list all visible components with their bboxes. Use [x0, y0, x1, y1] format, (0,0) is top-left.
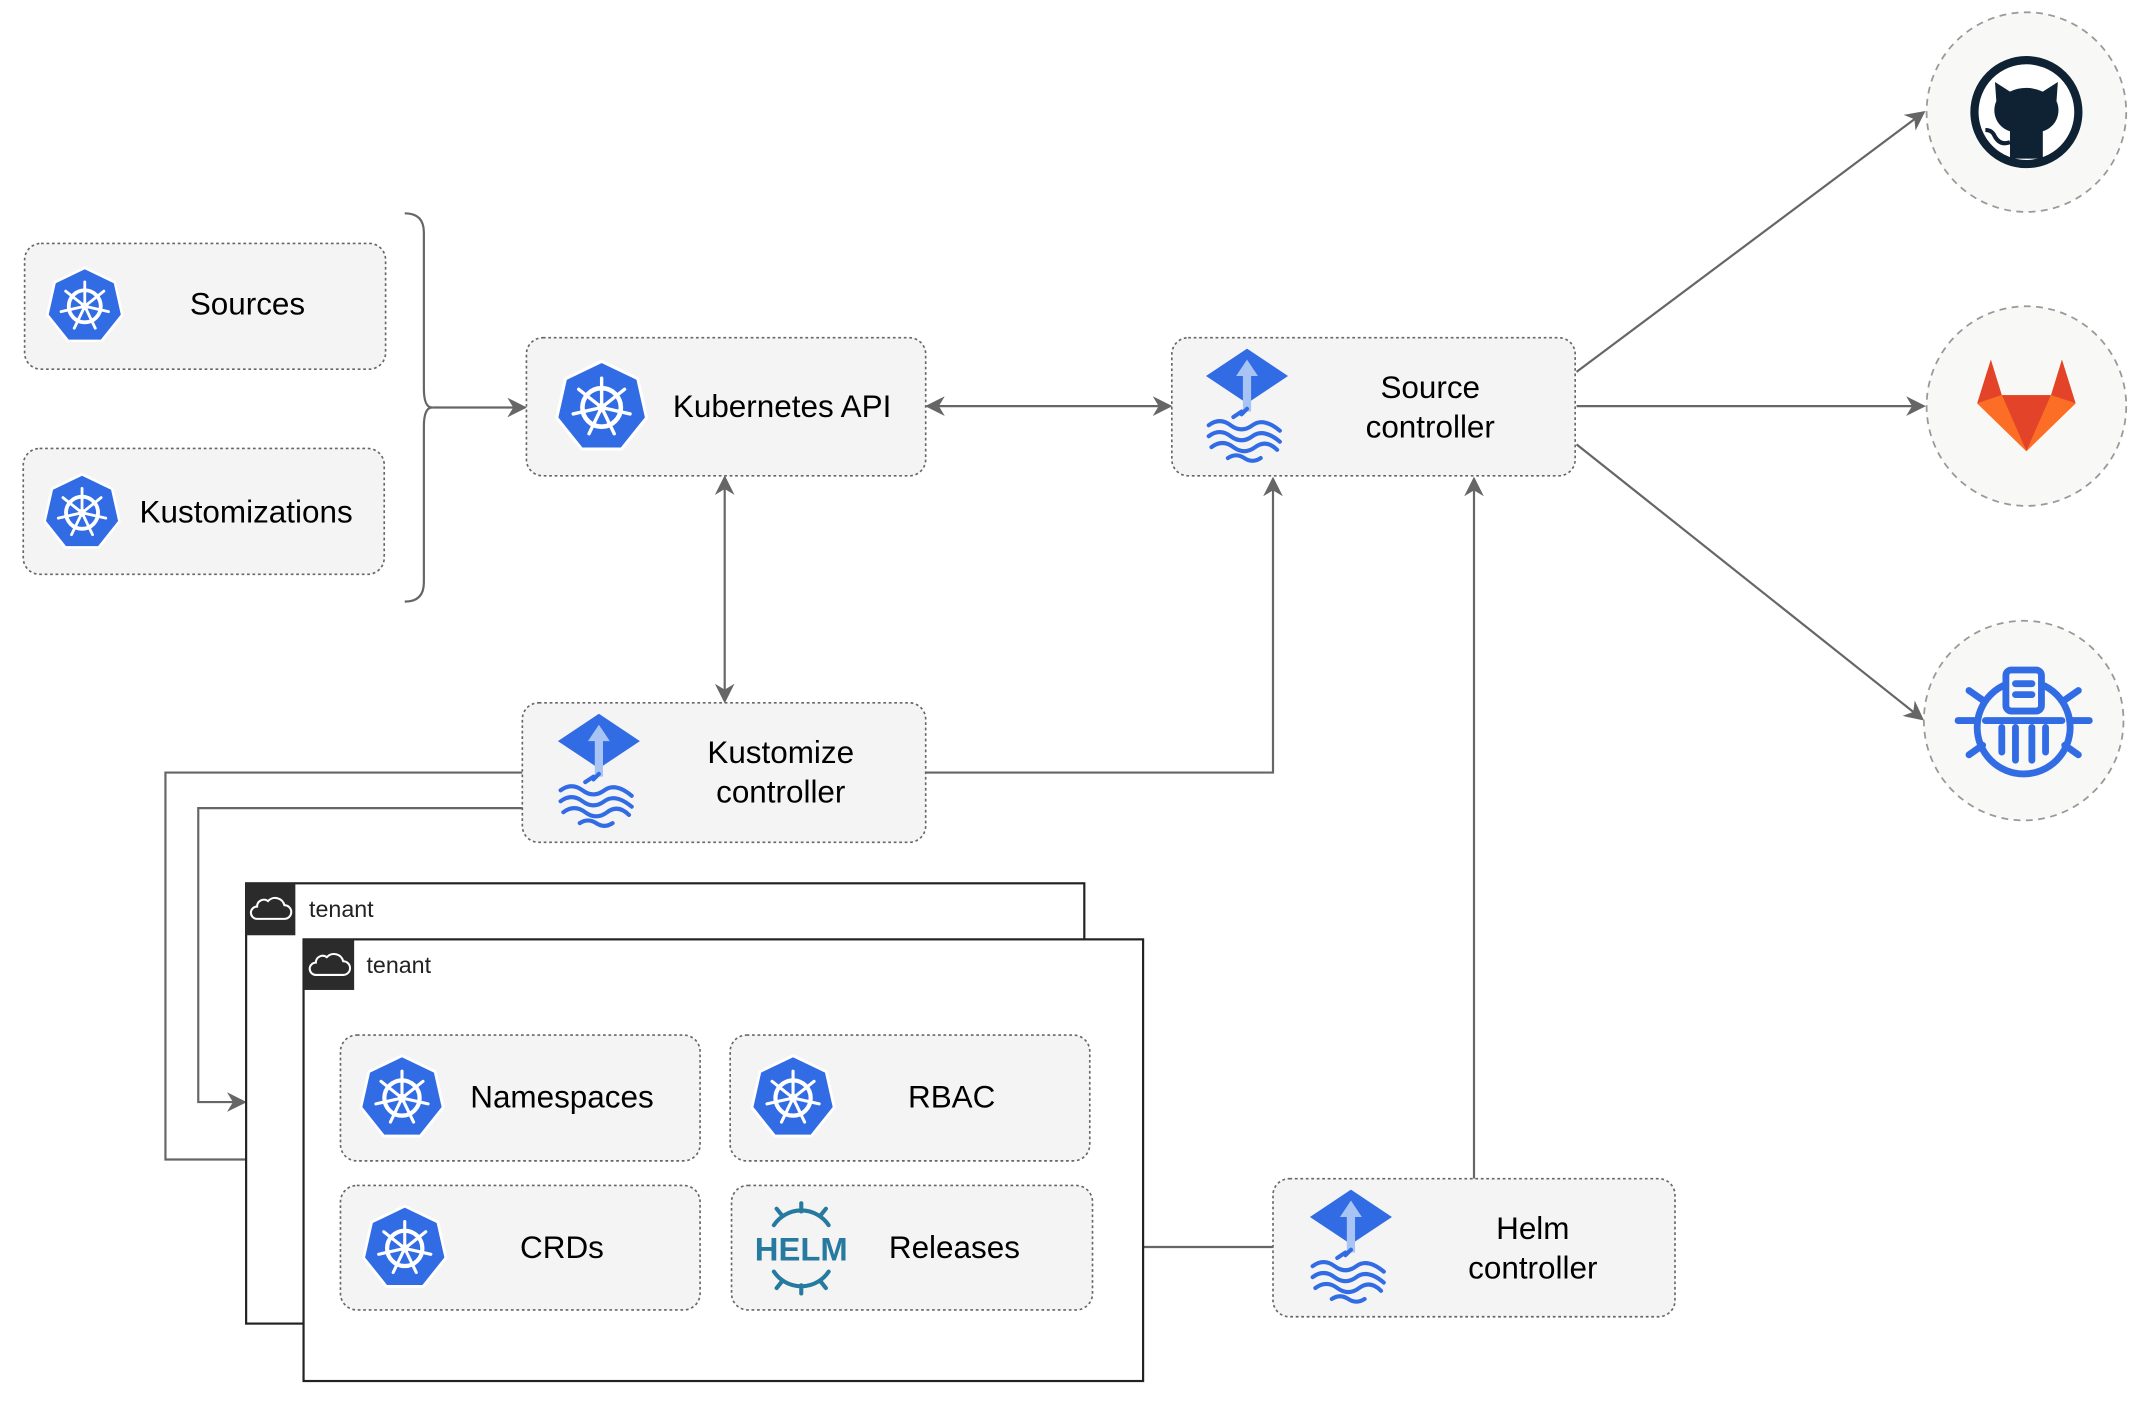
svg-text:HELM: HELM [755, 1231, 848, 1268]
releases-node[interactable]: HELM Releases [730, 1184, 1094, 1311]
crds-node[interactable]: CRDs [339, 1184, 701, 1311]
edge-kustomize-to-tenant-back [197, 807, 523, 1112]
github-icon [1970, 56, 2083, 169]
gitlab-source[interactable] [1925, 305, 2128, 507]
rbac-node[interactable]: RBAC [729, 1034, 1091, 1162]
kubernetes-api-node[interactable]: Kubernetes API [525, 336, 927, 477]
crds-label: CRDs [520, 1230, 604, 1265]
source-controller-label-line1: Source [1380, 370, 1480, 405]
github-source[interactable] [1925, 11, 2128, 213]
cloud-icon [308, 953, 352, 976]
bucket-icon [1954, 666, 2093, 778]
edge-kustomize-to-tenant-front [164, 771, 523, 1170]
bucket-source[interactable] [1922, 619, 2125, 822]
source-controller-label-line2: controller [1366, 410, 1495, 445]
kustomizations-node[interactable]: Kustomizations [22, 447, 386, 576]
sources-label: Sources [190, 287, 305, 322]
source-controller-node[interactable]: Source controller [1170, 336, 1577, 477]
helm-controller-node[interactable]: Helm controller [1272, 1177, 1676, 1318]
namespaces-node[interactable]: Namespaces [339, 1034, 701, 1162]
tenant-label: tenant [366, 952, 431, 978]
kustomize-controller-label-line2: controller [716, 775, 845, 810]
edge-source-to-bucket [1575, 443, 1925, 721]
releases-label: Releases [889, 1230, 1020, 1265]
edge-kustomize-to-source-controller [925, 476, 1283, 774]
sources-node[interactable]: Sources [23, 242, 387, 371]
rbac-label: RBAC [908, 1080, 995, 1115]
namespaces-label: Namespaces [470, 1080, 653, 1115]
helm-controller-label-line2: controller [1468, 1251, 1597, 1286]
cloud-icon [249, 896, 293, 920]
kustomizations-label: Kustomizations [140, 494, 353, 529]
kustomize-controller-node[interactable]: Kustomize controller [521, 701, 927, 844]
tenant-label: tenant [309, 896, 374, 922]
gitlab-icon [1977, 359, 2076, 452]
edge-source-to-github [1575, 110, 1926, 373]
brace [404, 212, 433, 603]
helm-icon: HELM [755, 1201, 848, 1296]
kustomize-controller-label-line1: Kustomize [707, 735, 854, 770]
helm-controller-label-line1: Helm [1496, 1211, 1569, 1246]
kubernetes-api-label: Kubernetes API [673, 389, 891, 424]
